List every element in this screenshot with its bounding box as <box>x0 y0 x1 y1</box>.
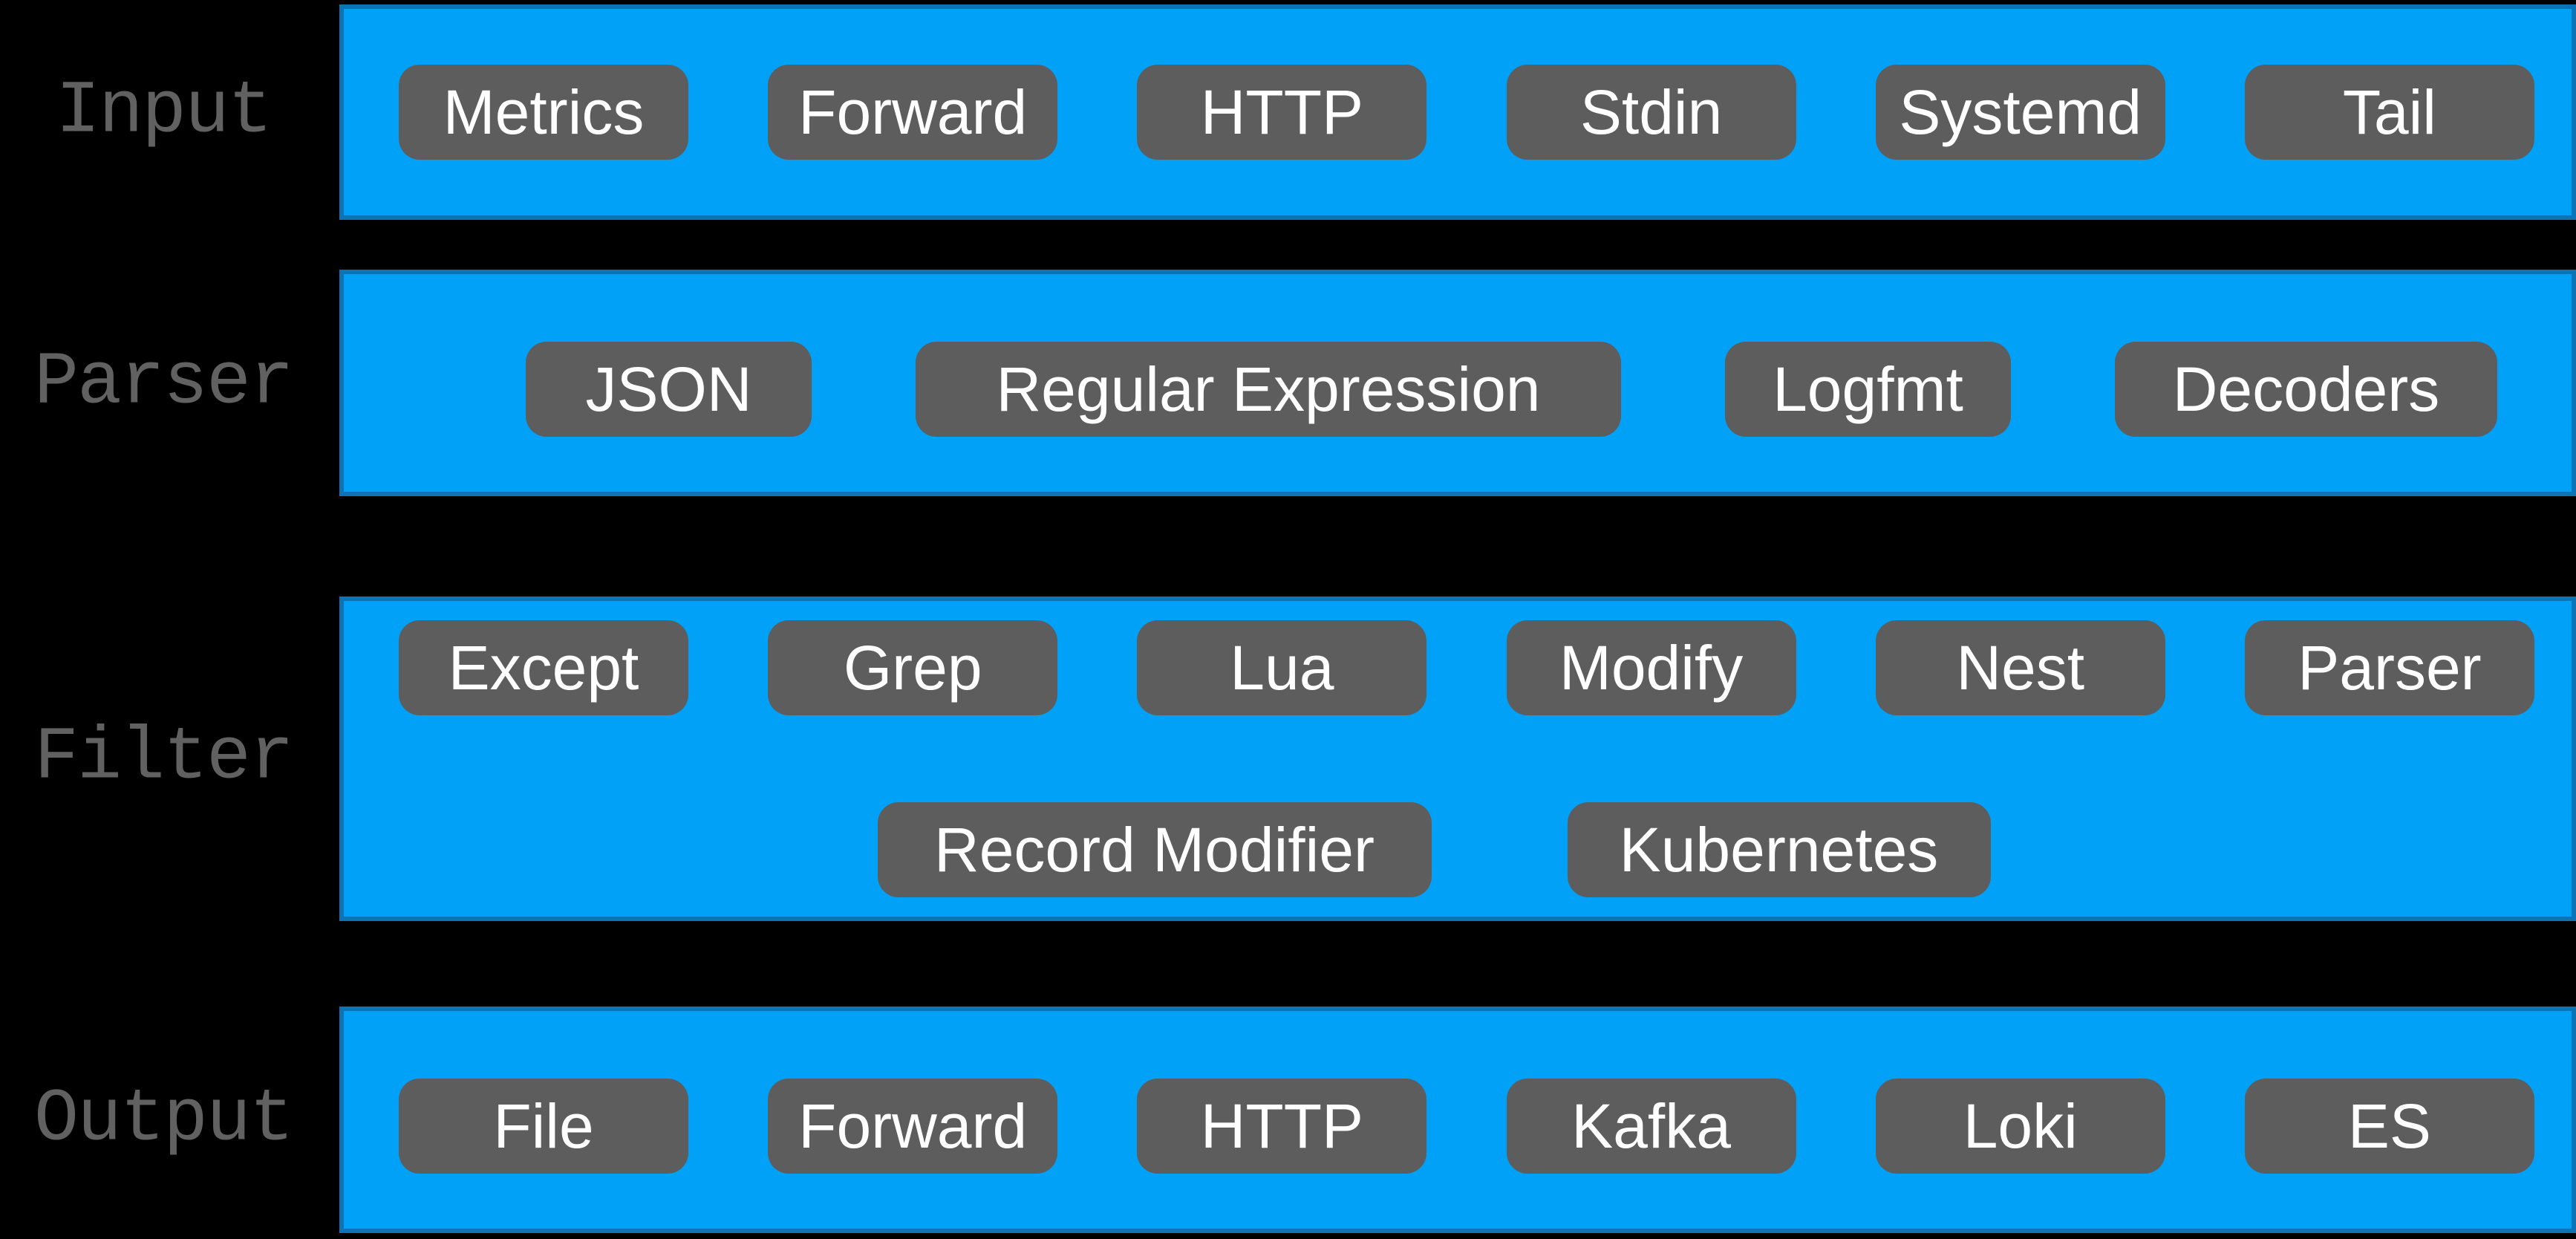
tag-kubernetes: Kubernetes <box>1567 802 1991 897</box>
tag-record-modifier: Record Modifier <box>877 802 1432 897</box>
tag-grep: Grep <box>768 620 1058 715</box>
tag-kafka: Kafka <box>1506 1079 1796 1174</box>
tag-stdin: Stdin <box>1506 65 1796 160</box>
tag-http: HTTP <box>1137 65 1427 160</box>
parser-tag-row: JSON Regular Expression Logfmt Decoders <box>344 274 2572 492</box>
tag-forward: Forward <box>768 65 1058 160</box>
tag-except: Except <box>399 620 688 715</box>
filter-tag-row-2: Record Modifier Kubernetes <box>320 783 2548 917</box>
tag-parser: Parser <box>2244 620 2534 715</box>
tag-nest: Nest <box>1875 620 2165 715</box>
filter-tag-rows: Except Grep Lua Modify Nest Parser Recor… <box>344 601 2572 917</box>
tag-es: ES <box>2244 1079 2534 1174</box>
band-filter: Except Grep Lua Modify Nest Parser Recor… <box>339 596 2576 921</box>
tag-modify: Modify <box>1506 620 1796 715</box>
band-input: Metrics Forward HTTP Stdin Systemd Tail <box>339 4 2576 220</box>
band-parser: JSON Regular Expression Logfmt Decoders <box>339 270 2576 496</box>
tag-http: HTTP <box>1137 1079 1427 1174</box>
row-label-filter: Filter <box>33 716 294 801</box>
tag-regular-expression: Regular Expression <box>916 342 1621 437</box>
row-label-parser: Parser <box>33 341 294 426</box>
tag-metrics: Metrics <box>399 65 688 160</box>
tag-logfmt: Logfmt <box>1725 342 2011 437</box>
row-label-input: Input <box>55 70 273 155</box>
tag-lua: Lua <box>1137 620 1427 715</box>
filter-tag-row-1: Except Grep Lua Modify Nest Parser <box>344 620 2572 715</box>
tag-forward: Forward <box>768 1079 1058 1174</box>
tag-systemd: Systemd <box>1875 65 2165 160</box>
output-tag-row: File Forward HTTP Kafka Loki ES <box>344 1011 2572 1229</box>
band-output: File Forward HTTP Kafka Loki ES <box>339 1007 2576 1233</box>
tag-file: File <box>399 1079 688 1174</box>
row-label-output: Output <box>33 1078 294 1162</box>
tag-decoders: Decoders <box>2115 342 2497 437</box>
tag-loki: Loki <box>1875 1079 2165 1174</box>
tag-json: JSON <box>526 342 812 437</box>
tag-tail: Tail <box>2244 65 2534 160</box>
input-tag-row: Metrics Forward HTTP Stdin Systemd Tail <box>344 9 2572 215</box>
